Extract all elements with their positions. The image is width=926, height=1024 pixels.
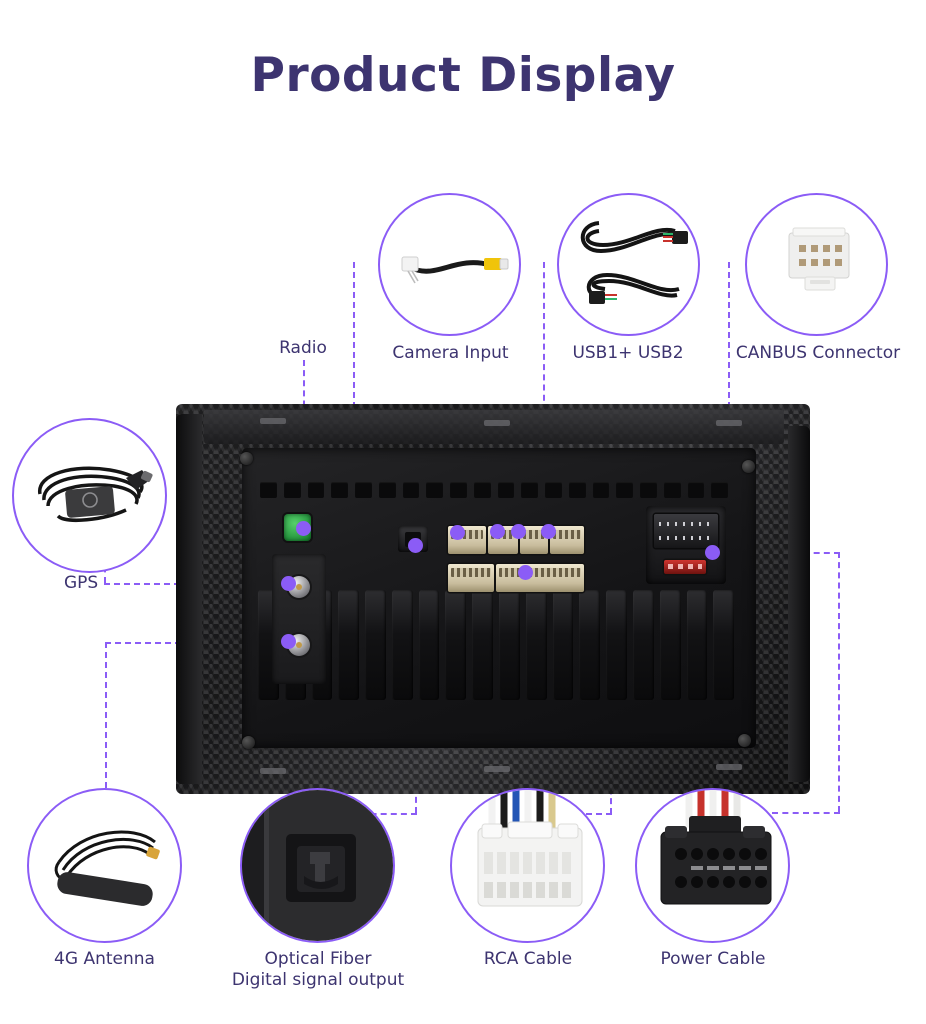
canbus-port[interactable] [654, 514, 718, 548]
port-dot-usb3 [541, 524, 556, 539]
connector-line-4g-2 [105, 642, 107, 788]
connector-line-power-2 [838, 552, 840, 812]
optical-fiber-port-icon [242, 790, 393, 941]
connector-line-canbus-1 [728, 262, 730, 498]
callout-rca-cable [450, 788, 605, 943]
rca-white-connector-icon [452, 790, 603, 941]
page-title: Product Display [250, 48, 676, 103]
mount-tab [260, 418, 286, 424]
rca-port-b[interactable] [496, 564, 584, 592]
screw [742, 460, 755, 473]
callout-usb [557, 193, 700, 336]
callout-canbus [745, 193, 888, 336]
canbus-white-connector-icon [747, 195, 886, 334]
callout-camera-input [378, 193, 521, 336]
callout-label-power-cable: Power Cable [660, 949, 766, 969]
callout-label-optical-fiber: Optical Fiber Digital signal output [231, 949, 405, 990]
mount-tab [260, 768, 286, 774]
screw [242, 736, 255, 749]
connector-line-usb-1 [543, 262, 545, 462]
port-dot-usb1 [490, 524, 505, 539]
head-unit-left-edge [176, 414, 202, 784]
port-dot-usb2 [511, 524, 526, 539]
head-unit-right-edge [788, 426, 810, 782]
port-dot-rca [518, 565, 533, 580]
vent-slots-top [260, 482, 728, 498]
heatsink-fins [258, 590, 735, 700]
callout-optical-fiber [240, 788, 395, 943]
4g-antenna-icon [29, 790, 180, 941]
connector-line-camera-1 [353, 262, 355, 498]
callout-4g-antenna [27, 788, 182, 943]
callout-label-4g-antenna: 4G Antenna [54, 949, 155, 969]
usb-cables-icon [559, 195, 698, 334]
port-dot-camera [450, 525, 465, 540]
callout-power-cable [635, 788, 790, 943]
screw [240, 452, 253, 465]
mount-tab [484, 766, 510, 772]
port-dot-optical [408, 538, 423, 553]
power-iso-connector-icon [637, 790, 788, 941]
coax-port-plate [272, 554, 326, 684]
car-head-unit-rear [176, 404, 810, 794]
port-dot-canbus [705, 545, 720, 560]
mount-tab [716, 420, 742, 426]
fuse [664, 560, 706, 574]
connector-line-power-3 [772, 812, 840, 814]
callout-label-gps: GPS [64, 573, 99, 593]
mount-tab [716, 764, 742, 770]
mount-tab [484, 420, 510, 426]
port-dot-4g [281, 634, 296, 649]
rca-port[interactable] [448, 564, 494, 592]
port-dot-radio [296, 521, 311, 536]
callout-gps [12, 418, 167, 573]
callout-label-usb: USB1+ USB2 [572, 343, 684, 363]
camera-input-cable-icon [380, 195, 519, 334]
screw [738, 734, 751, 747]
gps-antenna-icon [14, 420, 165, 571]
head-unit-top-strip [204, 410, 784, 444]
port-dot-gps [281, 576, 296, 591]
callout-label-camera-input: Camera Input [392, 343, 509, 363]
device-label-radio: Radio [279, 338, 327, 358]
callout-label-rca-cable: RCA Cable [483, 949, 573, 969]
callout-label-canbus: CANBUS Connector [735, 343, 901, 363]
